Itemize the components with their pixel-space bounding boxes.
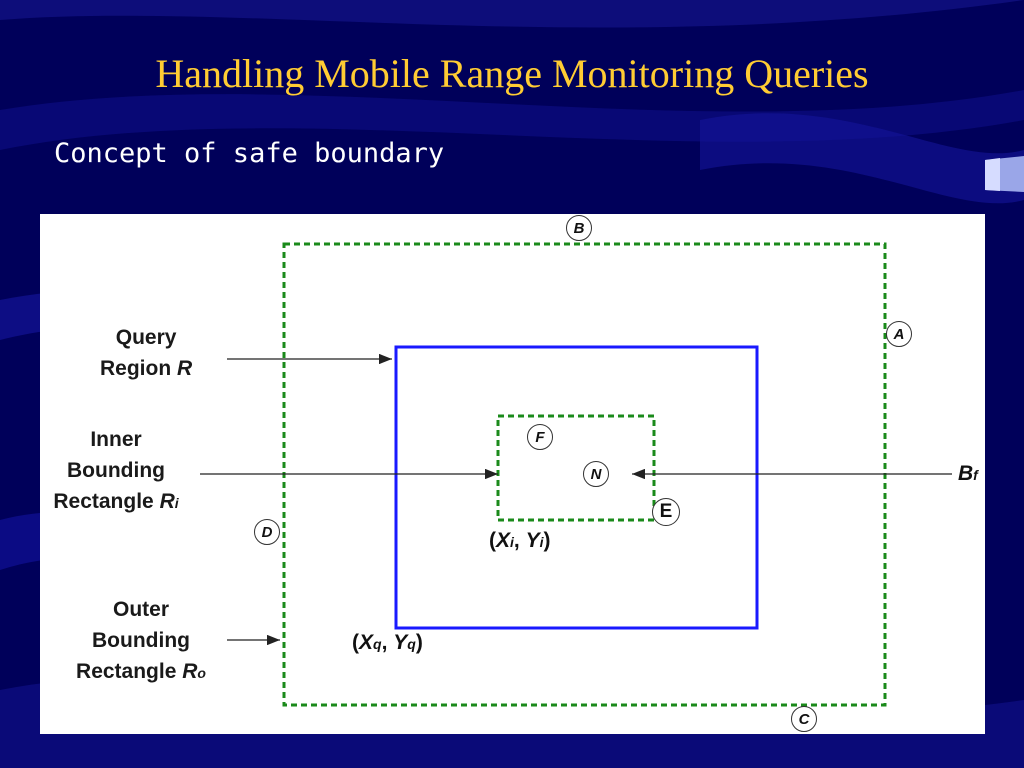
- marker-n: N: [583, 461, 609, 487]
- bf-label-var: B: [958, 462, 974, 485]
- inner-rect-label-sub: i: [174, 495, 179, 511]
- query-region-rectangle: [394, 345, 759, 630]
- inner-coord-x: X: [496, 529, 511, 552]
- query-coord-x-sub: q: [373, 636, 382, 652]
- query-coord-y-sub: q: [407, 636, 416, 652]
- outer-rect-label-line2: Bounding: [92, 629, 190, 652]
- query-coord-close: ): [415, 631, 423, 654]
- inner-coord-y: Y: [525, 529, 540, 552]
- outer-rect-label-var: R: [182, 660, 198, 683]
- query-coord-x: X: [359, 631, 374, 654]
- query-coord-sep: ,: [381, 631, 394, 654]
- inner-bounding-rectangle: [496, 414, 656, 522]
- inner-coord-sep: ,: [513, 529, 526, 552]
- inner-rect-label: Inner Bounding Rectangle Ri: [40, 424, 192, 519]
- outer-rect-label-sub: o: [197, 665, 206, 681]
- marker-f: F: [527, 424, 553, 450]
- marker-e: E: [652, 498, 680, 526]
- query-region-label-line1: Query: [115, 326, 177, 349]
- marker-c: C: [791, 706, 817, 732]
- slide-subtitle: Concept of safe boundary: [54, 138, 445, 169]
- outer-rect-label-line1: Outer: [112, 598, 169, 621]
- inner-rect-label-text: Rectangle: [53, 490, 160, 513]
- marker-d: D: [254, 519, 280, 545]
- slide-title: Handling Mobile Range Monitoring Queries: [155, 51, 869, 96]
- query-region-label: Query Region R: [100, 322, 192, 384]
- bf-label-sub: f: [973, 467, 978, 483]
- query-region-coordinate: (Xq, Yq): [352, 630, 423, 657]
- outer-rect-label-line3: Rectangle Ro: [62, 656, 220, 689]
- marker-a: A: [886, 321, 912, 347]
- query-region-label-var: R: [177, 357, 193, 380]
- bf-label: Bf: [958, 462, 978, 486]
- diagram-panel: Query Region R Inner Bounding Rectangle …: [40, 214, 985, 734]
- inner-rect-coordinate: (Xi, Yi): [489, 528, 550, 555]
- inner-coord-y-sub: i: [539, 534, 544, 550]
- diagram-canvas: [200, 242, 952, 707]
- query-region-label-line2: Region R: [100, 353, 192, 384]
- query-region-label-text: Region: [100, 357, 177, 380]
- inner-coord-x-sub: i: [510, 534, 514, 550]
- query-coord-open: (: [352, 631, 359, 654]
- inner-rect-label-line3: Rectangle Ri: [40, 486, 192, 519]
- inner-rect-label-line2: Bounding: [67, 459, 165, 482]
- inner-rect-label-var: R: [159, 490, 175, 513]
- inner-rect-label-line1: Inner: [90, 428, 142, 451]
- inner-coord-close: ): [543, 529, 551, 552]
- marker-b: B: [566, 215, 592, 241]
- outer-rect-label-text: Rectangle: [76, 660, 183, 683]
- query-coord-y: Y: [393, 631, 408, 654]
- inner-coord-open: (: [489, 529, 496, 552]
- outer-rect-label: Outer Bounding Rectangle Ro: [62, 594, 220, 689]
